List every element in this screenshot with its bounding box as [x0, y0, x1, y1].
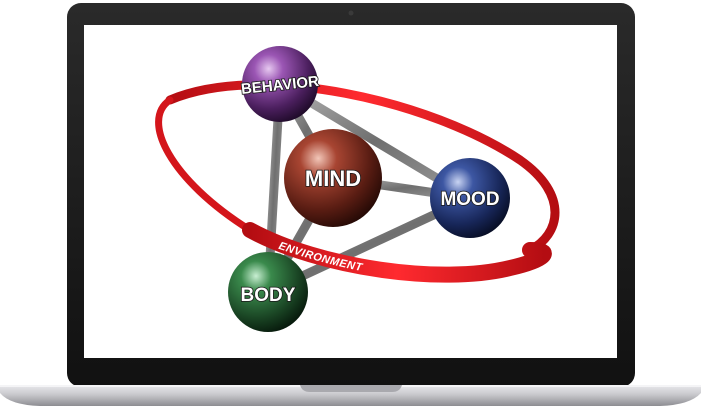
laptop-notch	[300, 385, 402, 392]
node-mood: MOOD	[430, 158, 510, 238]
sphere-body	[228, 252, 308, 332]
node-label-mood: MOOD	[440, 189, 499, 210]
environment-ring-front	[242, 222, 552, 283]
node-mind: MIND	[284, 129, 382, 227]
environment-ring-left	[155, 96, 254, 234]
node-behavior: BEHAVIOR	[239, 46, 321, 122]
node-label-body: BODY	[241, 285, 296, 306]
camera-dot	[348, 10, 354, 16]
node-label-mind: MIND	[305, 166, 361, 191]
sphere-behavior	[242, 46, 318, 122]
sphere-mind	[284, 129, 382, 227]
sphere-mood	[430, 158, 510, 238]
node-body: BODY	[228, 252, 308, 332]
laptop-base	[0, 385, 701, 406]
